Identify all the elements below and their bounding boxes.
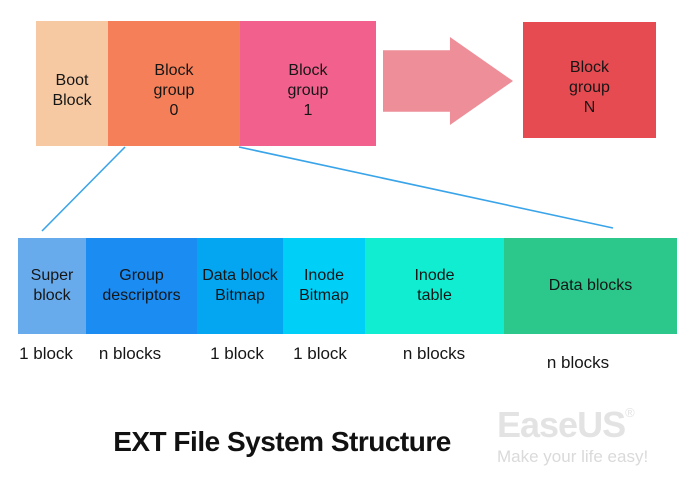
- data-block-bitmap-block: Data block Bitmap: [197, 238, 283, 334]
- size-label-data-blocks: n blocks: [546, 353, 610, 372]
- easeus-brand-text: EaseUS: [497, 404, 626, 445]
- easeus-logo: EaseUS® Make your life easy!: [497, 406, 667, 465]
- group-descriptors-block: Group descriptors: [86, 238, 197, 334]
- easeus-wordmark: EaseUS®: [497, 406, 667, 443]
- block-group-0: Block group 0: [108, 21, 240, 146]
- size-label-data-block-bitmap: 1 block: [210, 344, 264, 363]
- size-label-inode-table: n blocks: [402, 344, 466, 363]
- connector-line-left: [41, 146, 126, 232]
- right-arrow-icon: [383, 37, 513, 125]
- block-group-n: Block group N: [523, 22, 656, 138]
- easeus-tagline: Make your life easy!: [497, 447, 649, 466]
- block-group-1: Block group 1: [240, 21, 376, 146]
- boot-block: Boot Block: [36, 21, 108, 146]
- size-label-super-block: 1 block: [19, 344, 73, 363]
- inode-bitmap-block: Inode Bitmap: [283, 238, 365, 334]
- data-blocks-block: Data blocks: [504, 238, 677, 334]
- diagram-title: EXT File System Structure: [113, 426, 451, 457]
- registered-trademark-icon: ®: [625, 405, 635, 420]
- connector-line-right: [238, 146, 614, 229]
- inode-table-block: Inode table: [365, 238, 504, 334]
- size-label-group-descriptors: n blocks: [98, 344, 162, 363]
- super-block: Super block: [18, 238, 86, 334]
- size-label-inode-bitmap: 1 block: [293, 344, 347, 363]
